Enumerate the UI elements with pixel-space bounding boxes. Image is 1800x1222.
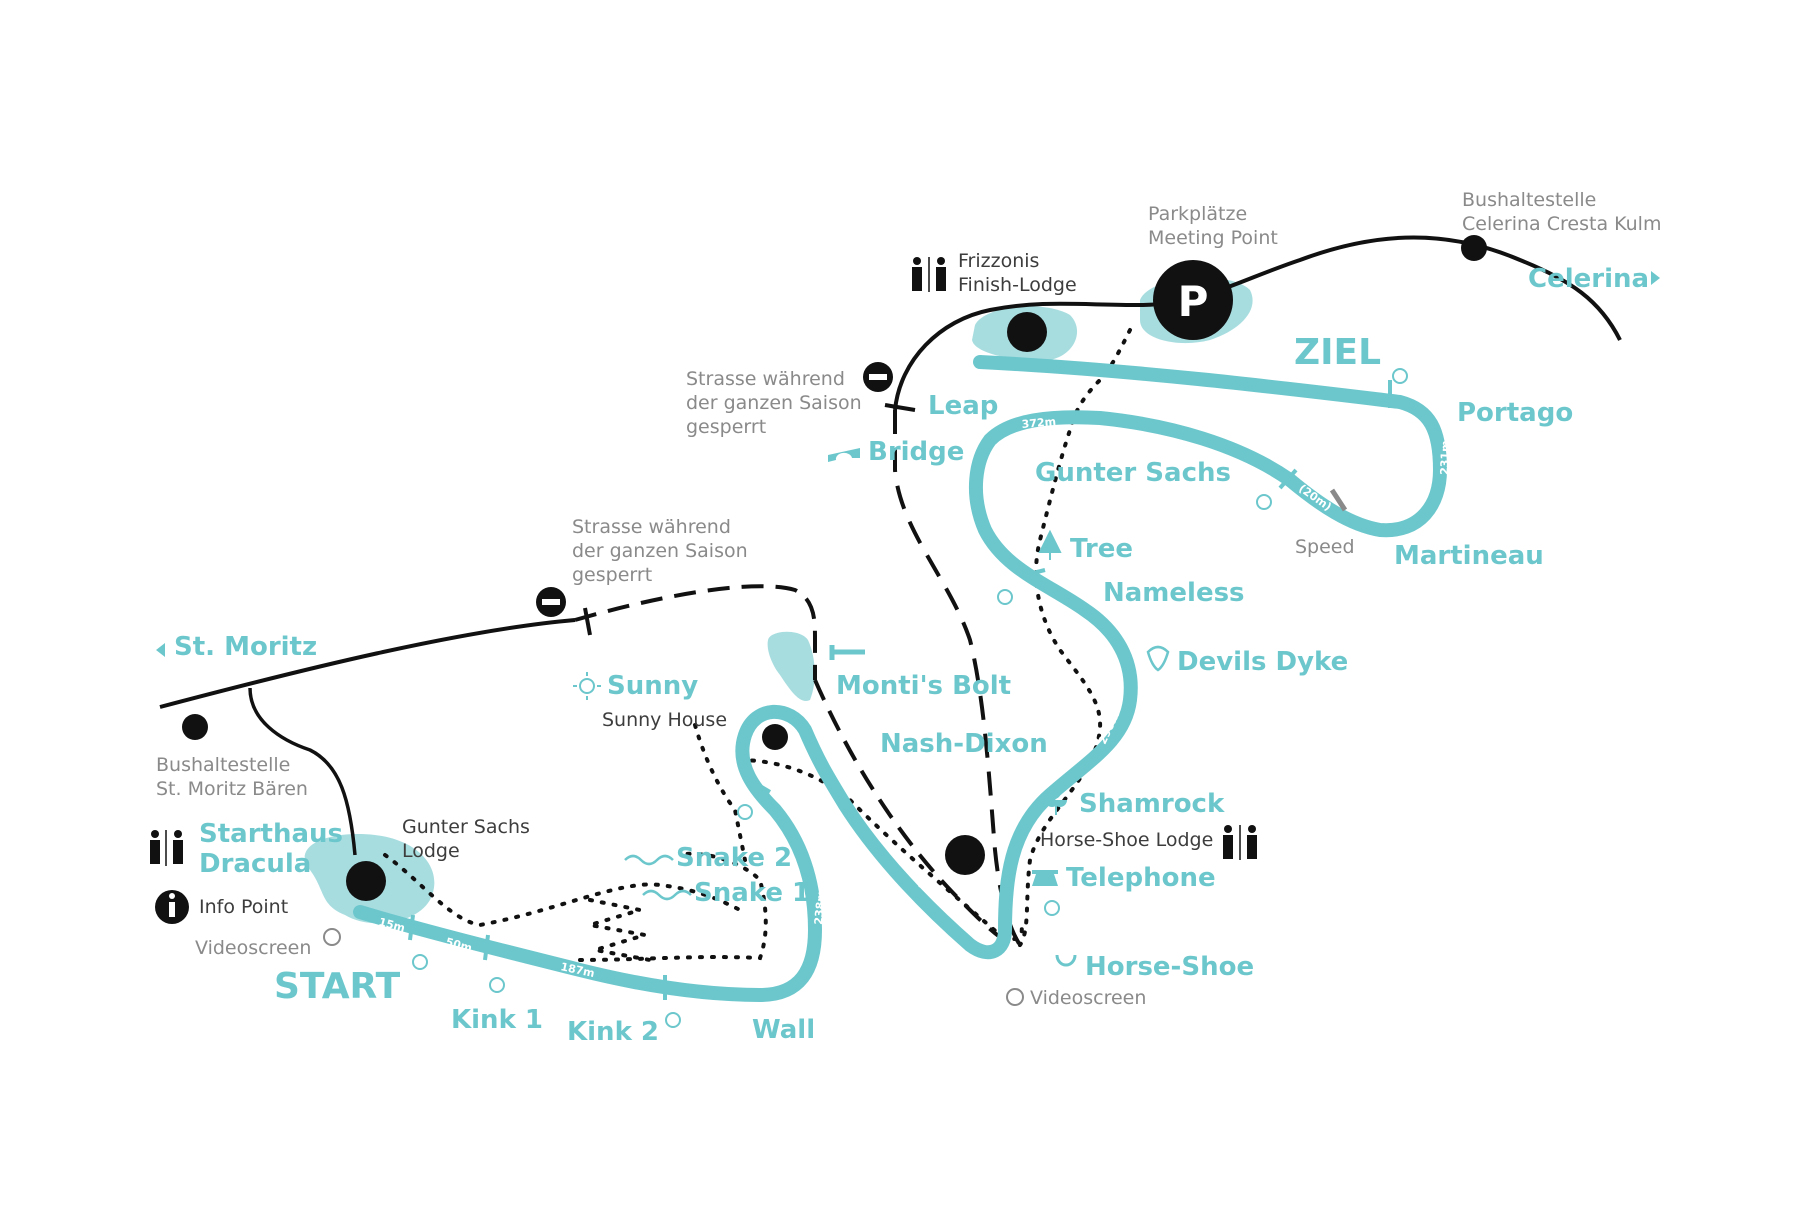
label-horse-shoe[interactable]: Horse-Shoe [1085,952,1254,982]
telephone-icon [1032,870,1058,886]
arrow-left-icon[interactable] [156,643,165,657]
horseshoe-icon [1055,954,1077,967]
videoscreen-hs-icon [1006,988,1024,1006]
wave-icon-snake2 [624,854,674,866]
footpath-snakes [578,851,768,962]
closed-road-a-dashed [574,584,817,680]
videoscreen-start-icon [323,928,341,946]
dist-238m: 238m [812,890,828,925]
horse-shoe-lodge-marker-icon [945,835,985,875]
parking-line2: Meeting Point [1148,227,1278,249]
label-leap[interactable]: Leap [928,391,998,421]
toilet-icon-finish [912,257,946,292]
parking-symbol: P [1178,277,1209,326]
dist-231m: 231m [1438,440,1452,475]
label-starthaus-1[interactable]: Starthaus [199,819,343,849]
label-starthaus-2[interactable]: Dracula [199,849,311,879]
main-road-west [159,618,576,709]
closed-road-b-line2: der ganzen Saison [686,392,862,414]
label-shamrock[interactable]: Shamrock [1079,789,1225,819]
footpath-middle [738,758,1024,941]
shamrock-icon [1045,785,1067,815]
closed-road-a-line2: der ganzen Saison [572,540,748,562]
label-info-point[interactable]: Info Point [199,896,288,918]
label-sunny-house: Sunny House [602,709,727,731]
bus-stop-baeren-icon [182,714,208,740]
montis-bolt-blob [767,631,815,701]
road-to-start [248,687,357,856]
footpath-sunny [693,723,747,862]
closed-road-b-line1: Strasse während [686,368,845,390]
closed-road-b-line3: gesperrt [686,416,766,438]
label-snake1[interactable]: Snake 1 [694,878,810,908]
footpath-zigzag [588,898,652,962]
stopwatch-icons [412,368,1408,1028]
label-martineau[interactable]: Martineau [1394,541,1544,571]
label-devils-dyke[interactable]: Devils Dyke [1177,647,1348,677]
closed-road-a-line1: Strasse während [572,516,731,538]
closed-barrier-b [884,403,916,412]
label-montis-bolt[interactable]: Monti's Bolt [836,671,1011,701]
footpath-east [1018,328,1132,947]
bus-kulm-line1: Bushaltestelle [1462,189,1596,211]
parking-icon[interactable]: P [1153,260,1233,340]
sun-icon [573,672,601,700]
label-bridge[interactable]: Bridge [868,437,964,467]
speed-marker [1329,488,1348,512]
closed-road-a-line3: gesperrt [572,564,652,586]
bus-baeren-line1: Bushaltestelle [156,754,290,776]
label-gunter-sachs[interactable]: Gunter Sachs [1035,458,1231,488]
label-kink1[interactable]: Kink 1 [451,1005,543,1035]
label-tree[interactable]: Tree [1070,534,1133,564]
label-celerina[interactable]: Celerina [1528,264,1649,294]
bus-kulm-line2: Celerina Cresta Kulm [1462,213,1661,235]
label-ziel[interactable]: ZIEL [1294,332,1381,373]
label-st-moritz[interactable]: St. Moritz [174,632,317,662]
label-kink2[interactable]: Kink 2 [567,1017,659,1047]
finish-lodge-marker-icon [1007,312,1047,352]
tree-icon [1038,529,1062,560]
toilet-icon-start [150,830,183,866]
dist-187m: 187m [559,960,595,980]
starthaus-marker-icon [346,861,386,901]
label-videoscreen-hs: Videoscreen [1030,987,1146,1009]
sunny-house-marker-icon [762,724,788,750]
bridge-icon [828,448,860,462]
label-speed: Speed [1295,536,1355,558]
closed-barrier-a [583,607,592,636]
arrow-right-icon[interactable] [1651,271,1660,285]
frizzonis-line2: Finish-Lodge [958,274,1077,296]
no-entry-icon-b [863,362,893,392]
label-start[interactable]: START [274,966,401,1007]
label-horse-shoe-lodge: Horse-Shoe Lodge [1040,829,1213,851]
info-icon[interactable] [155,890,189,924]
no-entry-icon-a [536,587,566,617]
label-portago[interactable]: Portago [1457,398,1573,428]
parking-line1: Parkplätze [1148,203,1247,225]
bus-baeren-line2: St. Moritz Bären [156,778,308,800]
cresta-track [353,355,1448,1003]
bolt-icon [829,645,865,660]
label-nash-dixon[interactable]: Nash-Dixon [880,729,1048,759]
gunter-lodge-line1: Gunter Sachs [402,816,530,838]
bus-stop-kulm-icon [1461,235,1487,261]
gunter-lodge-line2: Lodge [402,840,460,862]
label-sunny[interactable]: Sunny [607,671,698,701]
devil-icon [1146,645,1170,672]
frizzonis-line1: Frizzonis [958,250,1039,272]
label-nameless[interactable]: Nameless [1103,578,1245,608]
wave-icon-snake1 [642,889,692,901]
main-road-east [893,235,1622,411]
label-snake2[interactable]: Snake 2 [676,843,792,873]
label-wall[interactable]: Wall [752,1015,815,1045]
dist-372m: 372m [1021,415,1056,431]
label-telephone[interactable]: Telephone [1066,863,1216,893]
toilet-icon-hs [1223,825,1257,860]
track-ticks [408,380,1392,1000]
label-videoscreen-start: Videoscreen [195,937,311,959]
